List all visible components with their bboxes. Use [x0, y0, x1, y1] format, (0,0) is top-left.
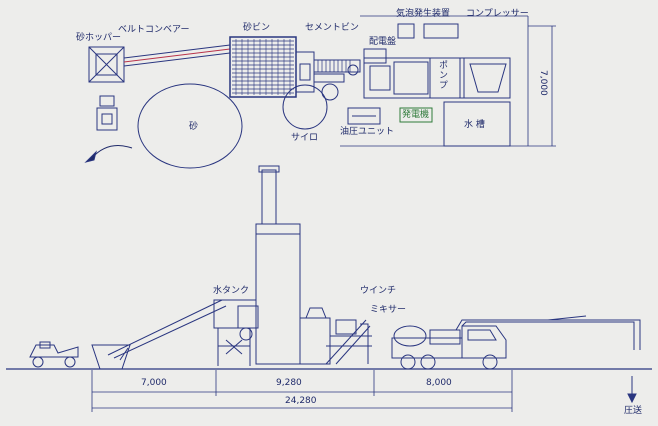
loader-plan — [96, 95, 118, 131]
sand-bin-shape — [229, 36, 297, 98]
generator-label: 発電機 — [402, 110, 430, 120]
belt-conveyor-label: ベルトコンベアー — [118, 25, 190, 35]
sand-hopper-shape — [88, 46, 125, 83]
pressure-feed-label: 圧送 — [624, 406, 643, 416]
pump-label: ポンプ — [437, 60, 447, 90]
mixer-frame — [325, 319, 372, 365]
hopper-elevation — [91, 344, 131, 370]
loader-elevation — [29, 341, 79, 368]
dimension-1: 7,000 — [141, 378, 167, 388]
total-dimension: 24,280 — [285, 396, 317, 406]
mixer-label: ミキサー — [370, 305, 407, 315]
pump-truck — [391, 325, 507, 370]
water-tank-elevation-label: 水タンク — [213, 286, 250, 296]
dimension-3: 8,000 — [426, 378, 452, 388]
compressor-label: コンプレッサー — [466, 9, 529, 19]
plan-width-dimension: 7,000 — [538, 70, 548, 96]
pressure-feed-arrow — [627, 376, 637, 404]
plant-tower — [237, 165, 331, 365]
sand-label: 砂 — [189, 122, 199, 132]
belt-conveyor-plan — [123, 44, 231, 67]
water-tank-plan-label: 水 槽 — [464, 120, 485, 130]
silo-shape — [282, 84, 328, 130]
winch-label: ウインチ — [360, 286, 397, 296]
water-tank-elevation — [213, 299, 257, 329]
delivery-pipe — [455, 315, 641, 350]
generator-box — [399, 107, 433, 123]
pump-block — [363, 57, 511, 99]
cement-bin-label: セメントビン — [305, 23, 359, 33]
dimension-2: 9,280 — [276, 378, 302, 388]
conveyor-elevation — [107, 299, 227, 361]
silo-label: サイロ — [291, 133, 319, 143]
sand-bin-label: 砂ビン — [243, 23, 271, 33]
hydraulic-unit-label: 油圧ユニット — [340, 127, 395, 137]
cement-bin-shape — [295, 51, 361, 93]
switchboard-box — [363, 48, 387, 64]
sand-hopper-label: 砂ホッパー — [76, 33, 122, 43]
switchboard-label: 配電盤 — [369, 37, 397, 47]
foam-generator-label: 気泡発生装置 — [396, 9, 451, 19]
sand-pile-shape — [137, 83, 243, 169]
dimension-lines — [91, 370, 513, 412]
hydraulic-unit-box — [347, 107, 381, 125]
